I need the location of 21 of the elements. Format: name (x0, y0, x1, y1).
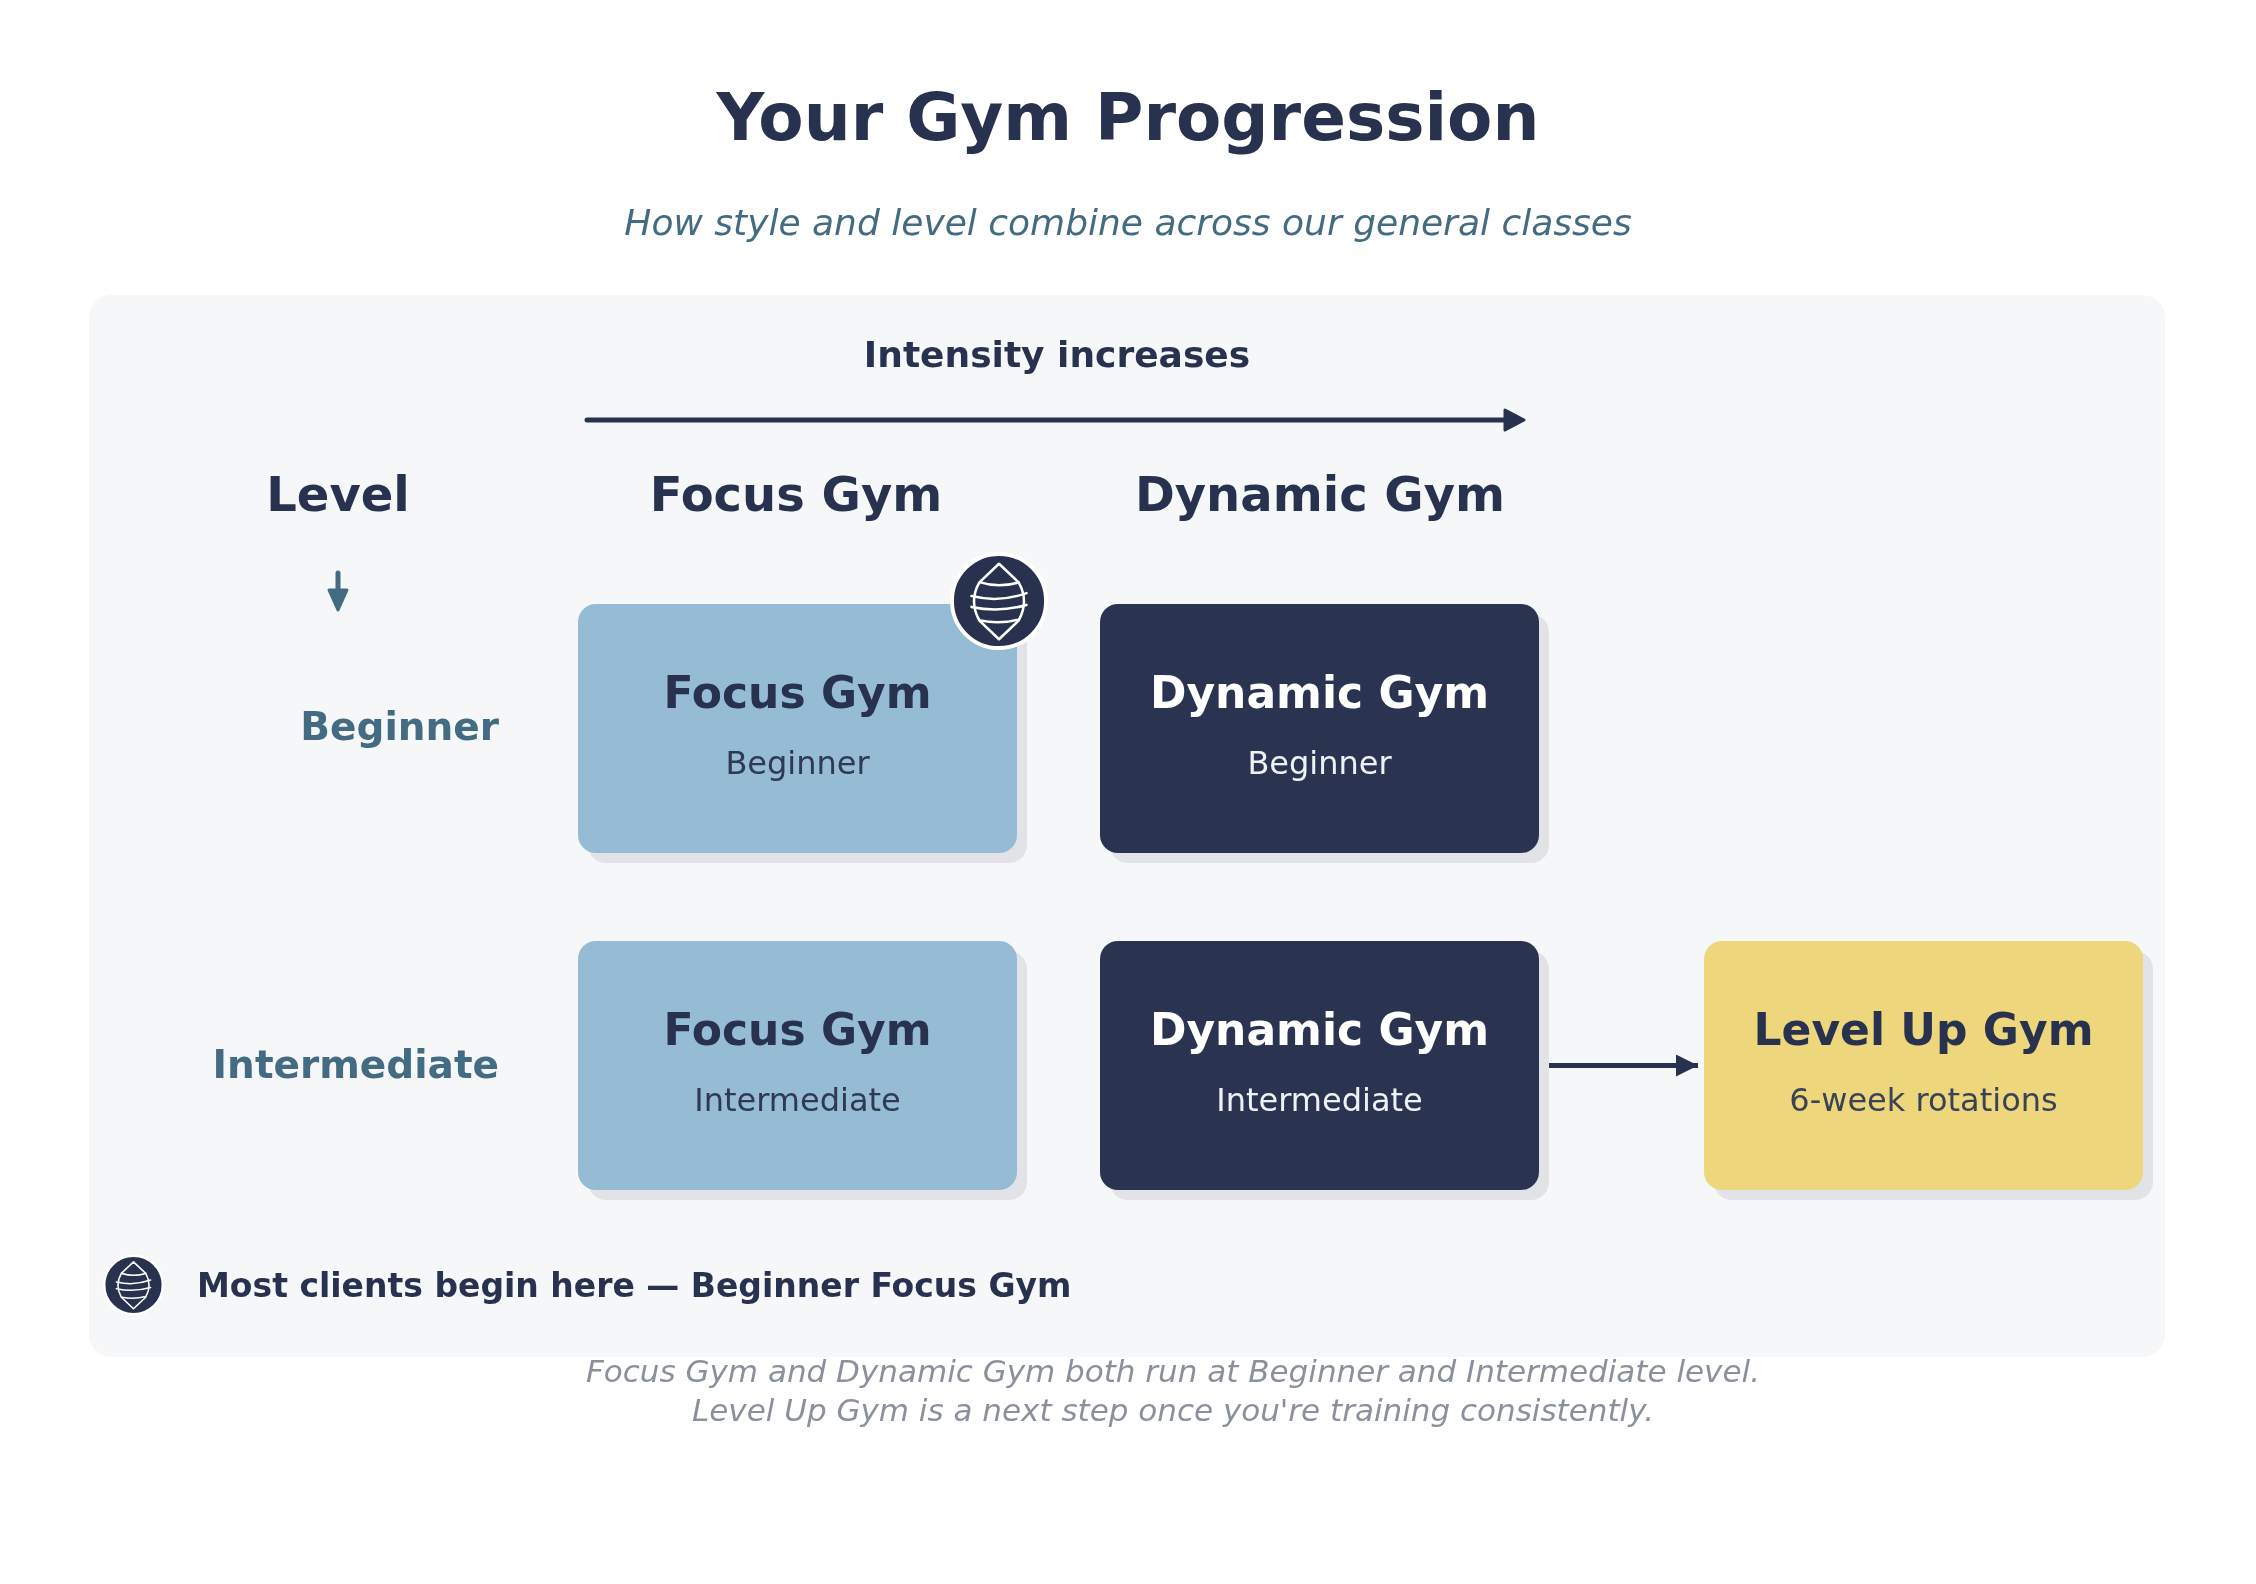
caption: Focus Gym and Dynamic Gym both run at Beginner and Intermediate level. Level Up Gym is a next step once you're training consistently. (585, 1352, 1761, 1430)
subtitle: How style and level combine across our general classes (624, 201, 1632, 245)
axis-title: Intensity increases (863, 333, 1251, 377)
card-title: Dynamic Gym (1149, 666, 1490, 720)
card-title: Level Up Gym (1753, 1003, 2094, 1057)
card-title: Focus Gym (663, 1003, 932, 1057)
card-subtitle: Intermediate (1216, 1080, 1423, 1120)
title: Your Gym Progression (716, 78, 1540, 158)
card-title: Focus Gym (663, 666, 932, 720)
card-subtitle: 6-week rotations (1789, 1080, 2058, 1120)
row-label: Beginner (300, 703, 499, 751)
column-header: Focus Gym (649, 466, 943, 524)
column-header: Dynamic Gym (1135, 466, 1505, 524)
card-subtitle: Intermediate (694, 1080, 901, 1120)
card-title: Dynamic Gym (1149, 1003, 1490, 1057)
arrow (1549, 1054, 1698, 1077)
row-label: Intermediate (212, 1041, 499, 1089)
legend-text: Most clients begin here — Beginner Focus Gym (197, 1265, 1072, 1305)
card-subtitle: Beginner (1247, 743, 1392, 783)
axis-header: Level (266, 466, 410, 524)
card-subtitle: Beginner (725, 743, 870, 783)
